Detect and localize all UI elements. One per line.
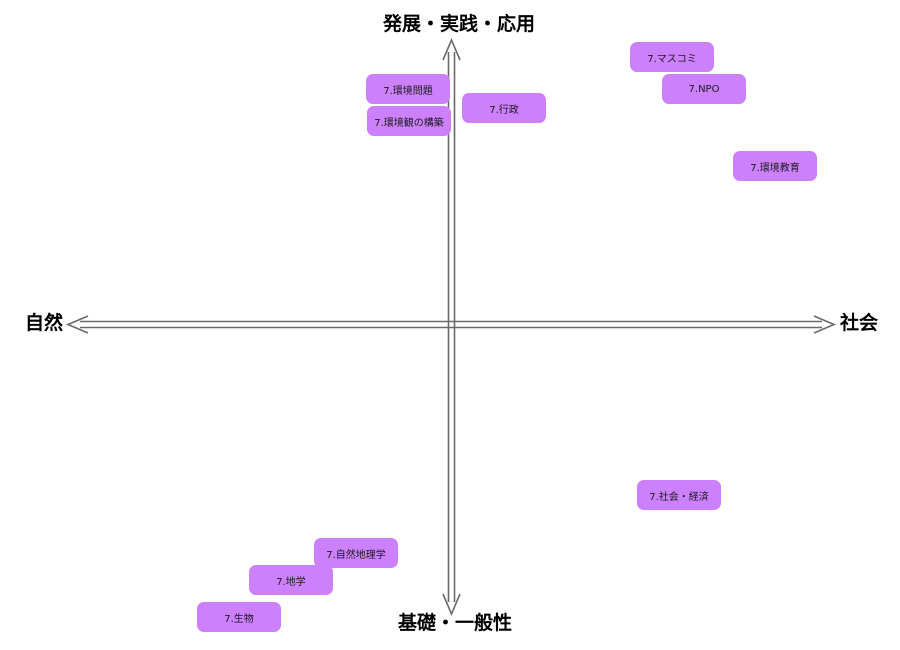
node-label: 7.環境教育 [750, 162, 800, 174]
node-mass-media[interactable]: 7.マスコミ [630, 42, 714, 72]
node-label: 7.NPO [688, 83, 720, 95]
node-earth-science[interactable]: 7.地学 [249, 565, 333, 595]
node-label: 7.環境問題 [383, 85, 433, 97]
node-environmental-view-building[interactable]: 7.環境観の構築 [367, 106, 451, 136]
node-label: 7.マスコミ [647, 53, 697, 65]
horizontal-axis [65, 315, 837, 334]
node-biology[interactable]: 7.生物 [197, 602, 281, 632]
node-environmental-education[interactable]: 7.環境教育 [733, 151, 817, 181]
node-society-economy[interactable]: 7.社会・経済 [637, 480, 721, 510]
node-physical-geography[interactable]: 7.自然地理学 [314, 538, 398, 568]
down-arrowhead [442, 593, 461, 617]
node-label: 7.地学 [276, 576, 306, 588]
node-label: 7.生物 [224, 613, 254, 625]
axis-label-bottom: 基礎・一般性 [398, 612, 513, 634]
node-label: 7.行政 [489, 104, 519, 116]
node-label: 7.社会・経済 [649, 491, 709, 503]
node-environmental-problems[interactable]: 7.環境問題 [366, 74, 450, 104]
axis-label-left: 自然 [25, 312, 64, 334]
node-administration[interactable]: 7.行政 [462, 93, 546, 123]
axis-label-top: 発展・実践・応用 [383, 13, 536, 35]
right-arrowhead [813, 315, 837, 334]
node-label: 7.環境観の構築 [374, 117, 444, 129]
up-arrowhead [442, 37, 461, 61]
node-label: 7.自然地理学 [326, 549, 386, 561]
left-arrowhead [65, 315, 89, 334]
axis-label-right: 社会 [840, 312, 879, 334]
node-npo[interactable]: 7.NPO [662, 74, 746, 104]
